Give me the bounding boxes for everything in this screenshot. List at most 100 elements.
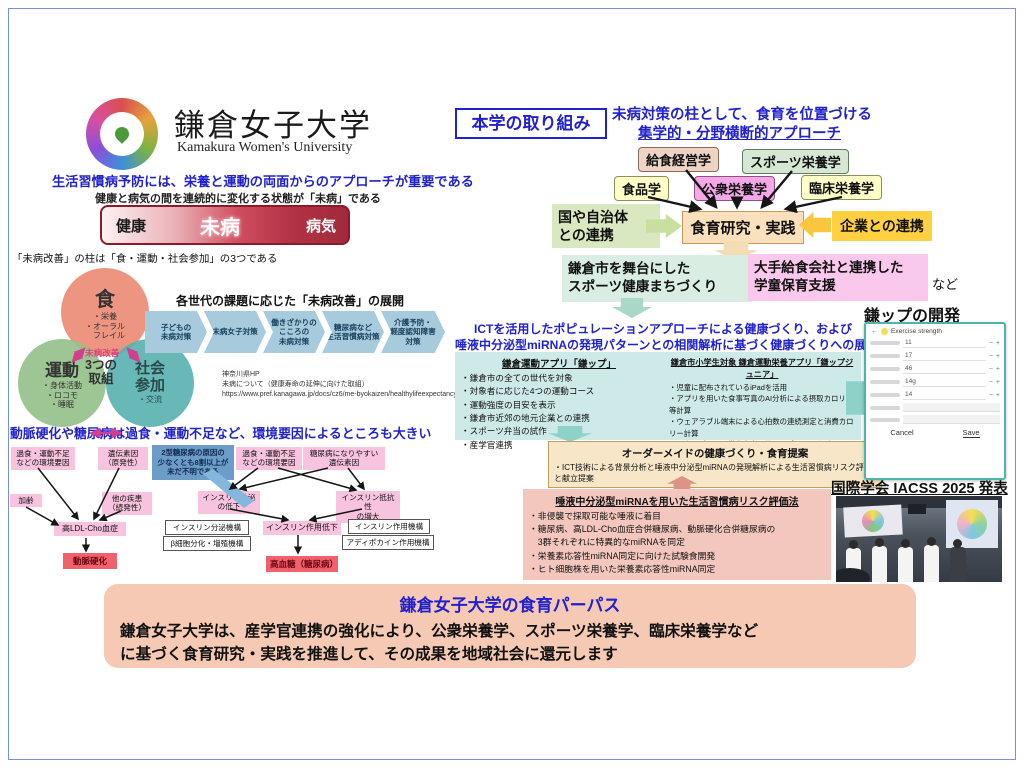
field-value: 17 bbox=[903, 351, 986, 361]
field-value: 46 bbox=[903, 364, 986, 374]
leaf-icon bbox=[112, 124, 132, 144]
university-logo bbox=[86, 98, 158, 170]
pillar-center-tag: 未病改善 bbox=[85, 348, 120, 358]
field-label-placeholder bbox=[870, 367, 900, 371]
etiology-genetic-right: 糖尿病になりやすい 遺伝素因 bbox=[303, 447, 385, 470]
pillar-center-label: 3つの 取組 bbox=[85, 358, 117, 387]
stepper-plus[interactable]: + bbox=[995, 352, 1000, 360]
etiology-mech-beta: β細胞分化・増殖機構 bbox=[163, 536, 251, 551]
conference-title: 国際学会 IACSS 2025 発表 bbox=[831, 481, 1008, 497]
pillar-exercise-detail: ・身体活動 ・ロコモ ・睡眠 bbox=[42, 381, 82, 410]
field-kyushoku: 給食経営学 bbox=[638, 147, 720, 172]
etiology-env-right: 過食・運動不足 などの環境要因 bbox=[236, 447, 302, 470]
gov-collab-box: 国や自治体 との連携 bbox=[552, 204, 660, 249]
save-button[interactable]: Save bbox=[962, 428, 980, 438]
stepper-plus[interactable]: + bbox=[995, 365, 1000, 373]
pillar-food-label: 食 bbox=[95, 289, 115, 312]
app-form-row: 11 − + bbox=[870, 338, 1000, 348]
field-koshu: 公衆栄養学 bbox=[694, 176, 776, 201]
stepper-minus[interactable]: − bbox=[988, 352, 993, 360]
order-made-title: オーダーメイドの健康づくり・食育提案 bbox=[621, 449, 809, 460]
app-form-row: 14 − + bbox=[870, 390, 1000, 400]
field-shokuhin: 食品学 bbox=[614, 176, 670, 201]
photo-audience-silhouette bbox=[836, 568, 870, 582]
corp-collab-box: 企業との連携 bbox=[832, 211, 932, 241]
school-support-box: 大手給食会社と連携した 学童保育支援 bbox=[748, 254, 928, 301]
generations-heading: 各世代の課題に応じた「未病改善」の展開 bbox=[176, 294, 405, 308]
pillar-food-detail: ・栄養 ・オーラル フレイル bbox=[85, 312, 125, 341]
stepper-minus[interactable]: − bbox=[988, 378, 993, 386]
app1-bullets: ・鎌倉市の全ての世代を対象 ・対象者に応じた4つの運動コース ・運動強度の目安を… bbox=[461, 373, 595, 450]
stepper-plus[interactable]: + bbox=[995, 378, 1000, 386]
pillars-note: 「未病改善」の柱は「食・運動・社会参加」の3つである bbox=[12, 254, 278, 265]
etiology-outcome-hyperglycemia: 高血糖（糖尿病） bbox=[266, 556, 338, 572]
purpose-box: 鎌倉女子大学の食育パーパス 鎌倉女子大学は、産学官連携の強化により、公衆栄養学、… bbox=[104, 584, 916, 668]
pillar-social-detail: ・交流 bbox=[138, 395, 162, 404]
app-header: Exercise strength bbox=[891, 328, 942, 335]
etiology-other-disease: 他の疾患 （続発性） bbox=[102, 492, 152, 515]
field-value: 14g bbox=[903, 377, 986, 387]
generation-step: 介護予防・ 軽度認知障害 対策 bbox=[381, 311, 445, 353]
app-form-row: 14g − + bbox=[870, 377, 1000, 387]
stepper-minus[interactable]: − bbox=[988, 339, 993, 347]
city-project-box: 鎌倉市を舞台にした スポーツ健康まちづくり bbox=[562, 255, 752, 302]
app1-title: 鎌倉運動アプリ「鎌ップ」 bbox=[501, 359, 616, 370]
pillar-exercise-circle: 運動 ・身体活動 ・ロコモ ・睡眠 bbox=[18, 339, 106, 427]
order-made-body: ・ICT技術による背景分析と唾液中分泌型miRNAの発現解析による生活習慣病リス… bbox=[554, 463, 872, 483]
generation-step: 子どもの 未病対策 bbox=[145, 311, 207, 353]
photo-screen-right bbox=[946, 500, 998, 548]
etiology-mech-adipo: アディポカイン作用機構 bbox=[342, 535, 434, 550]
etiology-outcome-arteriosclerosis: 動脈硬化 bbox=[63, 553, 117, 569]
purpose-body: 鎌倉女子大学は、産学官連携の強化により、公衆栄養学、スポーツ栄養学、臨床栄養学な… bbox=[120, 623, 759, 663]
etiology-action-down: インスリン作用低下 bbox=[263, 521, 341, 535]
app1-card: 鎌倉運動アプリ「鎌ップ」 ・鎌倉市の全ての世代を対象 ・対象者に応じた4つの運動… bbox=[455, 352, 663, 450]
intro-heading: 生活習慣病予防には、栄養と運動の両面からのアプローチが重要である bbox=[52, 174, 474, 189]
stepper-plus[interactable]: + bbox=[995, 391, 1000, 399]
etiology-mech-secretion: インスリン分泌機構 bbox=[165, 520, 249, 535]
photo-screen-left bbox=[843, 504, 903, 538]
app-form-row-disabled bbox=[870, 415, 1000, 424]
etiology-ldl: 高LDL-Cho血症 bbox=[54, 522, 126, 536]
kamappu-app-screenshot: ← Exercise strength 11 − + 17 − + 46 − +… bbox=[864, 322, 1006, 480]
generation-step: 糖尿病など 生活習慣病対策 bbox=[322, 311, 384, 353]
etiology-env-left: 過食・運動不足 などの環境要因 bbox=[11, 447, 75, 470]
field-label-placeholder bbox=[870, 380, 900, 384]
app2-title: 鎌倉市小学生対象 鎌倉運動栄養アプリ「鎌ップジュニア」 bbox=[670, 358, 854, 379]
mirna-bullets: ・非侵襲で採取可能な唾液に着目 ・糖尿病、高LDL-Cho血症合併糖尿病、動脈硬… bbox=[529, 511, 776, 574]
approach-line2: 集学的・分野横断的アプローチ bbox=[638, 126, 841, 142]
pillar-exercise-label: 運動 bbox=[45, 361, 79, 381]
stepper-plus[interactable]: + bbox=[995, 339, 1000, 347]
kamappu-title: 鎌ップの開発 bbox=[864, 308, 961, 325]
intro-subheading: 健康と病気の間を連続的に変化する状態が「未病」である bbox=[95, 193, 381, 205]
field-sports: スポーツ栄養学 bbox=[742, 149, 849, 174]
pillar-social-label: 社会 参加 bbox=[134, 360, 165, 394]
generation-step: 働きざかりの こころの 未病対策 bbox=[263, 311, 325, 353]
ict-line2: 唾液中分泌型miRNAの発現パターンとの相関解析に基づく健康づくりへの展開 bbox=[455, 338, 879, 352]
ict-line1: ICTを活用したポピュレーションアプローチによる健康づくり、および bbox=[474, 322, 853, 336]
spectrum-mibyo: 未病 bbox=[200, 217, 240, 239]
app-badge-icon bbox=[881, 328, 888, 335]
cancel-button[interactable]: Cancel bbox=[890, 428, 914, 437]
app-form-row: 46 − + bbox=[870, 364, 1000, 374]
field-value: 14 bbox=[903, 390, 986, 400]
field-value: 11 bbox=[903, 338, 986, 348]
stepper-minus[interactable]: − bbox=[988, 365, 993, 373]
photo-person bbox=[950, 539, 966, 582]
app-form-row: 17 − + bbox=[870, 351, 1000, 361]
mirna-title: 唾液中分泌型miRNAを用いた生活習慣病リスク評価法 bbox=[555, 497, 799, 508]
mirna-box: 唾液中分泌型miRNAを用いた生活習慣病リスク評価法 ・非侵襲で採取可能な唾液に… bbox=[523, 489, 831, 580]
approach-line1: 未病対策の柱として、食育を位置づける bbox=[612, 107, 872, 123]
app2-card: 鎌倉市小学生対象 鎌倉運動栄養アプリ「鎌ップジュニア」 ・児童に配布されているi… bbox=[663, 352, 861, 484]
core-box: 食育研究・実践 bbox=[682, 211, 804, 244]
university-name-ja: 鎌倉女子大学 bbox=[174, 108, 372, 143]
photo-projector bbox=[908, 504, 926, 514]
university-name-en: Kamakura Women's University bbox=[177, 140, 353, 155]
etiology-aging: 加齢 bbox=[10, 494, 42, 508]
etiology-heading: 動脈硬化や糖尿病は過食・運動不足など、環境要因によるところも大きい bbox=[10, 426, 432, 441]
field-label-placeholder bbox=[870, 341, 900, 345]
stepper-minus[interactable]: − bbox=[988, 391, 993, 399]
back-icon[interactable]: ← bbox=[871, 328, 878, 335]
photo-person bbox=[872, 538, 887, 582]
purpose-title: 鎌倉女子大学の食育パーパス bbox=[399, 596, 621, 615]
